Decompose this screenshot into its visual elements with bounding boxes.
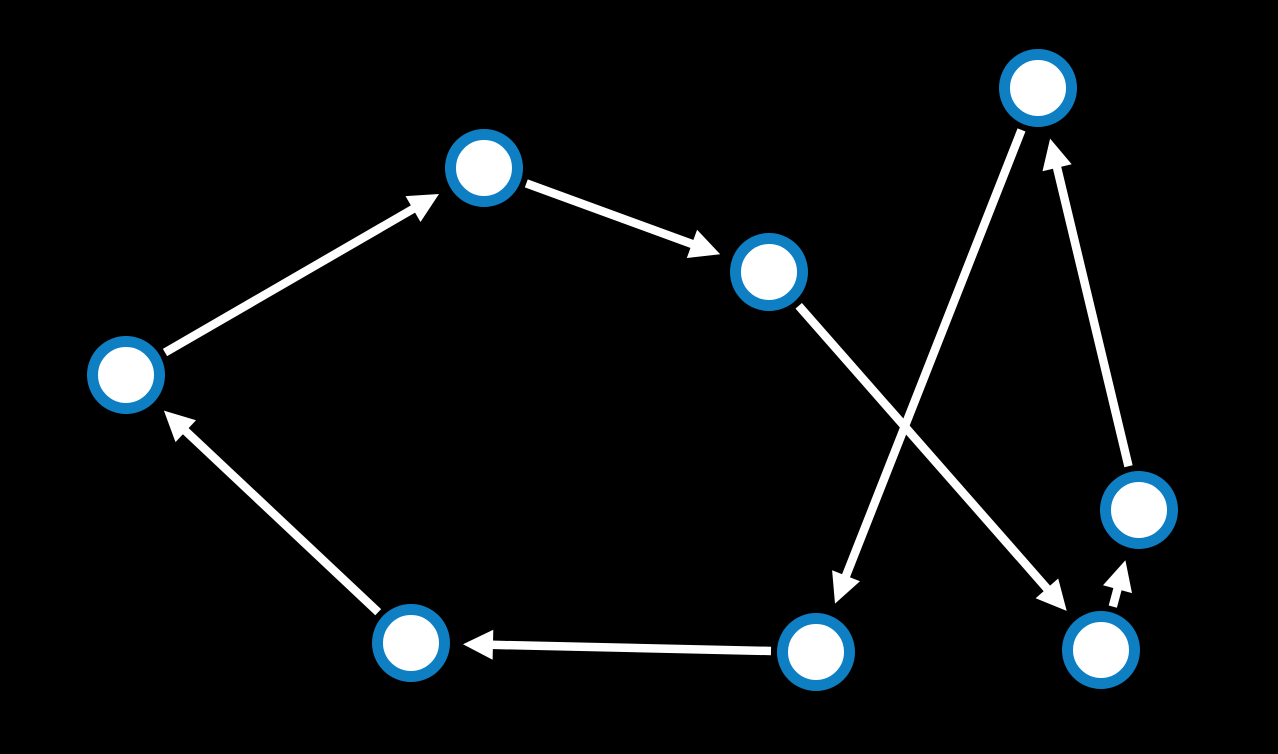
edge-node-top-left-to-node-middle	[524, 179, 696, 249]
node-left	[87, 336, 165, 414]
node-top-right	[999, 49, 1077, 127]
node-right-middle	[1100, 471, 1178, 549]
node-bottom-right	[1062, 611, 1140, 689]
edge-node-middle-to-node-bottom-right	[795, 302, 1052, 593]
arrowhead-node-left-to-node-top-left	[405, 194, 439, 222]
arrowhead-node-bottom-right-to-node-right-middle	[1103, 560, 1132, 594]
edge-node-right-middle-to-node-top-right	[1052, 164, 1133, 468]
arrowhead-node-right-middle-to-node-top-right	[1042, 138, 1072, 172]
edge-node-bottom-middle-to-node-bottom-left	[490, 640, 772, 656]
arrowhead-node-top-left-to-node-middle	[686, 229, 721, 258]
node-top-left	[445, 129, 523, 207]
arrowhead-node-top-right-to-node-bottom-middle	[832, 570, 860, 604]
node-bottom-middle	[777, 613, 855, 691]
arrowhead-node-middle-to-node-bottom-right	[1035, 578, 1067, 611]
edge-node-bottom-left-to-node-left	[181, 426, 382, 616]
arrowhead-node-bottom-left-to-node-left	[163, 410, 196, 443]
edge-node-left-to-node-top-left	[162, 204, 417, 357]
node-middle	[730, 233, 808, 311]
arrowhead-node-bottom-middle-to-node-bottom-left	[463, 629, 494, 660]
edge-node-top-right-to-node-bottom-middle	[841, 128, 1026, 580]
node-bottom-left	[372, 604, 450, 682]
edge-node-bottom-right-to-node-right-middle	[1108, 586, 1123, 608]
